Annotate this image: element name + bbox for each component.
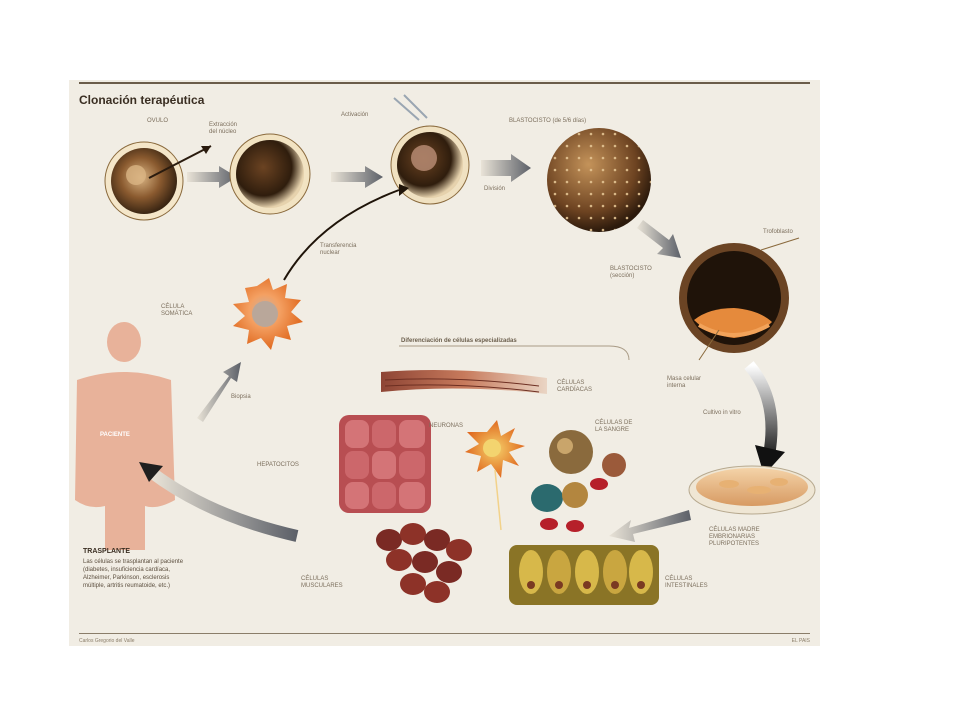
diferenciacion-bracket: [399, 345, 630, 361]
arrow-ovulo-enucleated: [187, 166, 237, 188]
blastocisto-seccion: [679, 237, 800, 361]
label-neuronas: NEURONAS: [429, 423, 464, 429]
label-hepatocitos: HEPATOCITOS: [257, 462, 299, 468]
label-transferencia: Transferencia nuclear: [320, 243, 357, 256]
label-trofoblasto: Trofoblasto: [763, 229, 793, 235]
arrow-transfer-nuclear: [283, 189, 400, 281]
arrow-dish-cells: [609, 510, 691, 542]
bottom-rule: [79, 633, 810, 634]
activation-rays: [393, 94, 428, 121]
hepatocyte-cells: [339, 415, 431, 513]
diagram-panel: Clonación terapéutica OVULO Extracción d…: [69, 80, 820, 646]
label-extraccion: Extracción del núcleo: [209, 122, 238, 135]
blood-cells: [531, 430, 626, 532]
label-madre: CÉLULAS MADRE EMBRIONARIAS PLURIPOTENTES: [709, 527, 760, 547]
arrow-blastocisto-seccion: [637, 220, 681, 258]
arrow-activated-blastocisto: [481, 154, 531, 182]
label-activacion: Activación: [341, 112, 369, 118]
footer-source: EL PAIS: [791, 638, 810, 644]
arrow-biopsy: [197, 362, 241, 422]
extraction-arrow-head: [201, 146, 211, 154]
label-musculares: CÉLULAS MUSCULARES: [301, 576, 343, 589]
patient-silhouette: [75, 322, 175, 550]
arrow-transfer-nuclear-head: [399, 184, 409, 196]
diagram-graphics: [75, 94, 816, 605]
activated-ovulo: [390, 125, 470, 205]
label-cultivo: Cultivo in vitro: [703, 410, 741, 416]
arrow-seccion-dish: [744, 361, 778, 457]
arrow-transplant-head: [139, 462, 163, 482]
label-paciente: PACIENTE: [100, 432, 130, 438]
somatic-cell: [233, 278, 303, 350]
top-rule: [79, 82, 810, 84]
label-celula-somatica: CÉLULA SOMÁTICA: [161, 304, 193, 317]
intestinal-cells: [509, 545, 659, 605]
label-blastocisto-seccion: BLASTOCISTO (sección): [610, 266, 652, 279]
arrow-enucleated-activated: [331, 166, 383, 188]
trasplante-title: TRASPLANTE: [83, 548, 131, 555]
label-biopsia: Biopsia: [231, 394, 251, 400]
label-cardiacas: CÉLULAS CARDÍACAS: [557, 380, 593, 393]
label-ovulo: OVULO: [147, 118, 169, 124]
label-blastocisto-5dias: BLASTOCISTO (de 5/6 días): [509, 118, 587, 124]
label-diferenciacion: Diferenciación de células especializadas: [401, 338, 517, 344]
blastocisto-cell: [547, 128, 651, 232]
extraction-pipette: [148, 145, 212, 179]
label-masa-celular: Masa celular interna: [667, 376, 702, 389]
trasplante-text: Las células se trasplantan al paciente (…: [83, 559, 184, 589]
cardiac-cells: [381, 370, 547, 394]
neuron-cell: [465, 420, 525, 531]
label-sangre: CÉLULAS DE LA SANGRE: [595, 420, 633, 433]
arrow-transplant: [147, 467, 299, 542]
ovulo-cell: [104, 141, 184, 221]
footer-credit: Carlos Gregorio del Valle: [79, 638, 135, 644]
enucleated-ovulo: [229, 133, 311, 215]
label-division: División: [484, 186, 506, 192]
label-intestinales: CÉLULAS INTESTINALES: [665, 576, 708, 589]
petri-dish: [688, 465, 816, 515]
muscle-cells: [376, 523, 472, 603]
diagram-title: Clonación terapéutica: [79, 93, 205, 107]
